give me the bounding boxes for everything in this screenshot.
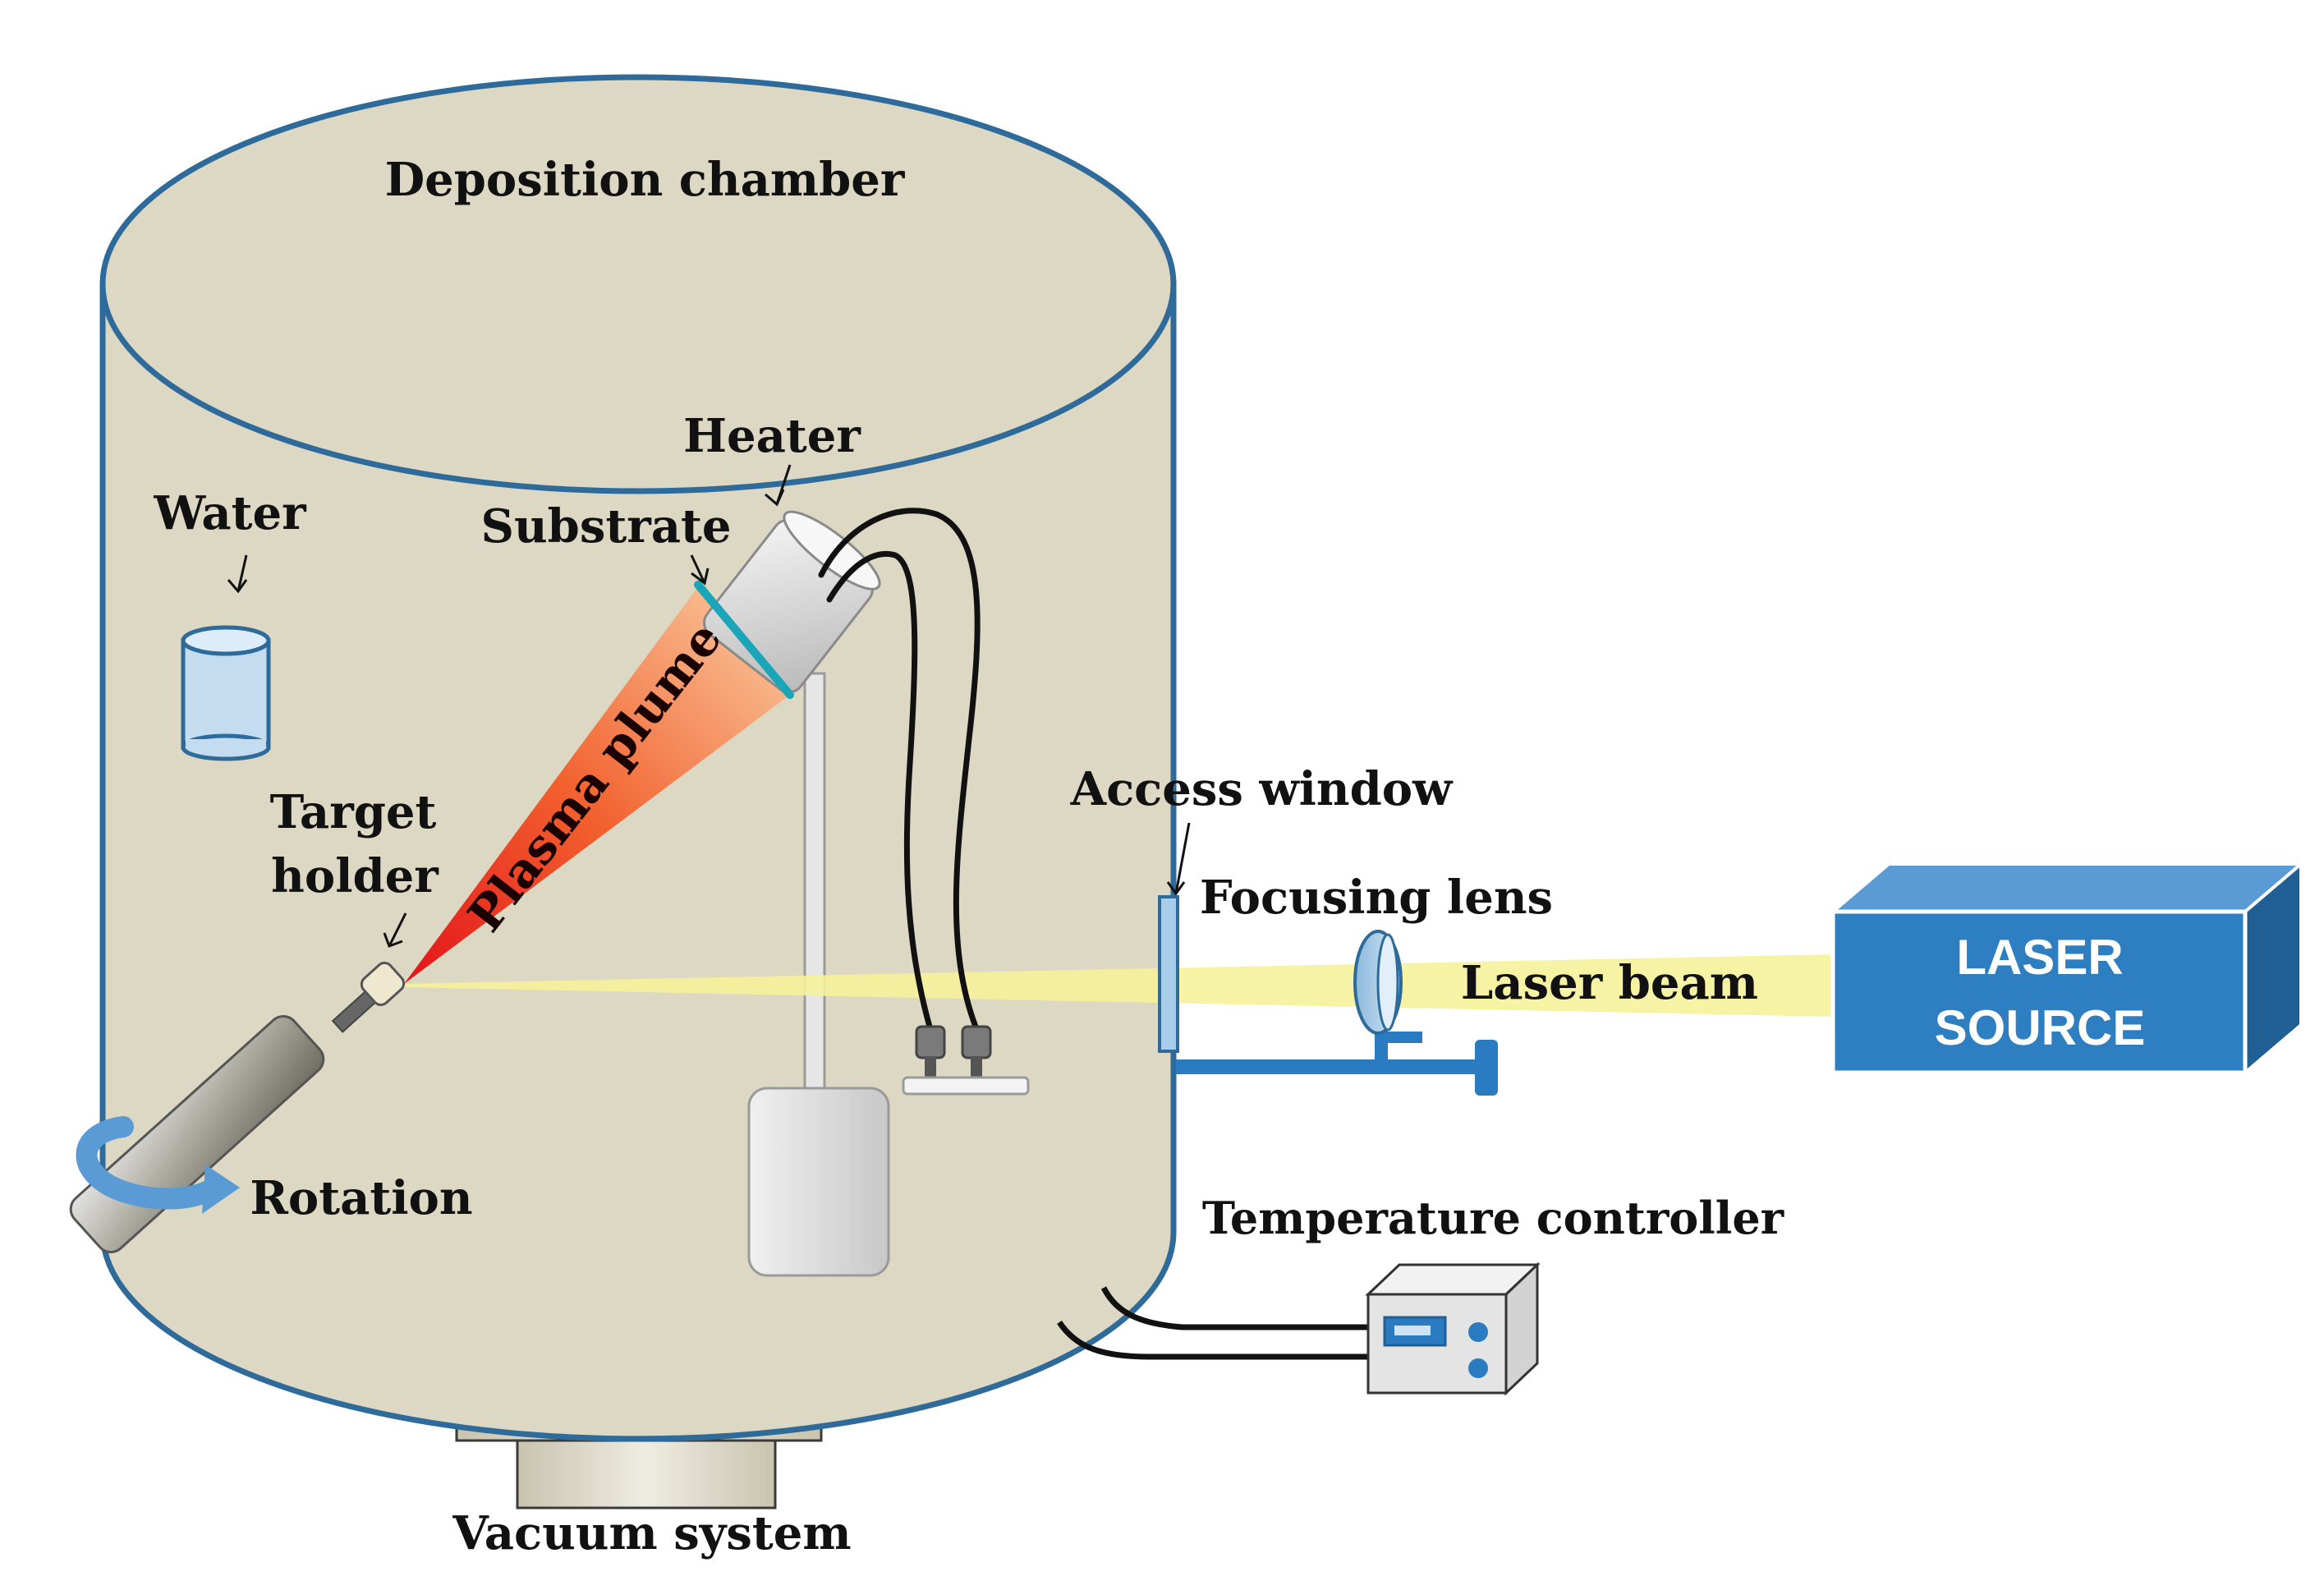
label-rotation: Rotation	[250, 1171, 472, 1225]
laser-source	[1828, 860, 2306, 1077]
rotation-arrow-icon	[76, 1116, 240, 1214]
controller-cables	[1057, 1286, 1376, 1360]
label-target-holder-line2: holder	[271, 849, 439, 903]
label-access-window: Access window	[1070, 762, 1454, 816]
connector-plate	[902, 1025, 1030, 1096]
substrate	[694, 581, 794, 699]
label-vacuum-system: Vacuum system	[452, 1506, 851, 1560]
plasma-plume	[404, 585, 790, 984]
water-container	[181, 625, 271, 761]
label-heater: Heater	[683, 409, 861, 463]
label-laser-beam: Laser beam	[1461, 956, 1758, 1010]
label-focusing-lens: Focusing lens	[1200, 871, 1553, 925]
label-water: Water	[153, 486, 307, 540]
heater-cables	[818, 508, 981, 1030]
label-temperature-controller: Temperature controller	[1202, 1192, 1784, 1244]
laser-beam	[402, 954, 1833, 1017]
label-arrows	[227, 464, 1191, 948]
label-laser-source-line2: SOURCE	[1935, 1000, 2146, 1055]
temperature-controller	[1365, 1261, 1541, 1396]
access-window	[1158, 895, 1179, 1053]
label-deposition-chamber: Deposition chamber	[385, 153, 906, 207]
label-target-holder-line1: Target	[270, 785, 437, 839]
label-substrate: Substrate	[481, 499, 732, 554]
label-laser-source-line1: LASER	[1956, 930, 2123, 985]
lens-rail	[1176, 1028, 1498, 1096]
focusing-lens	[1353, 930, 1403, 1035]
heater-stand	[747, 672, 890, 1277]
